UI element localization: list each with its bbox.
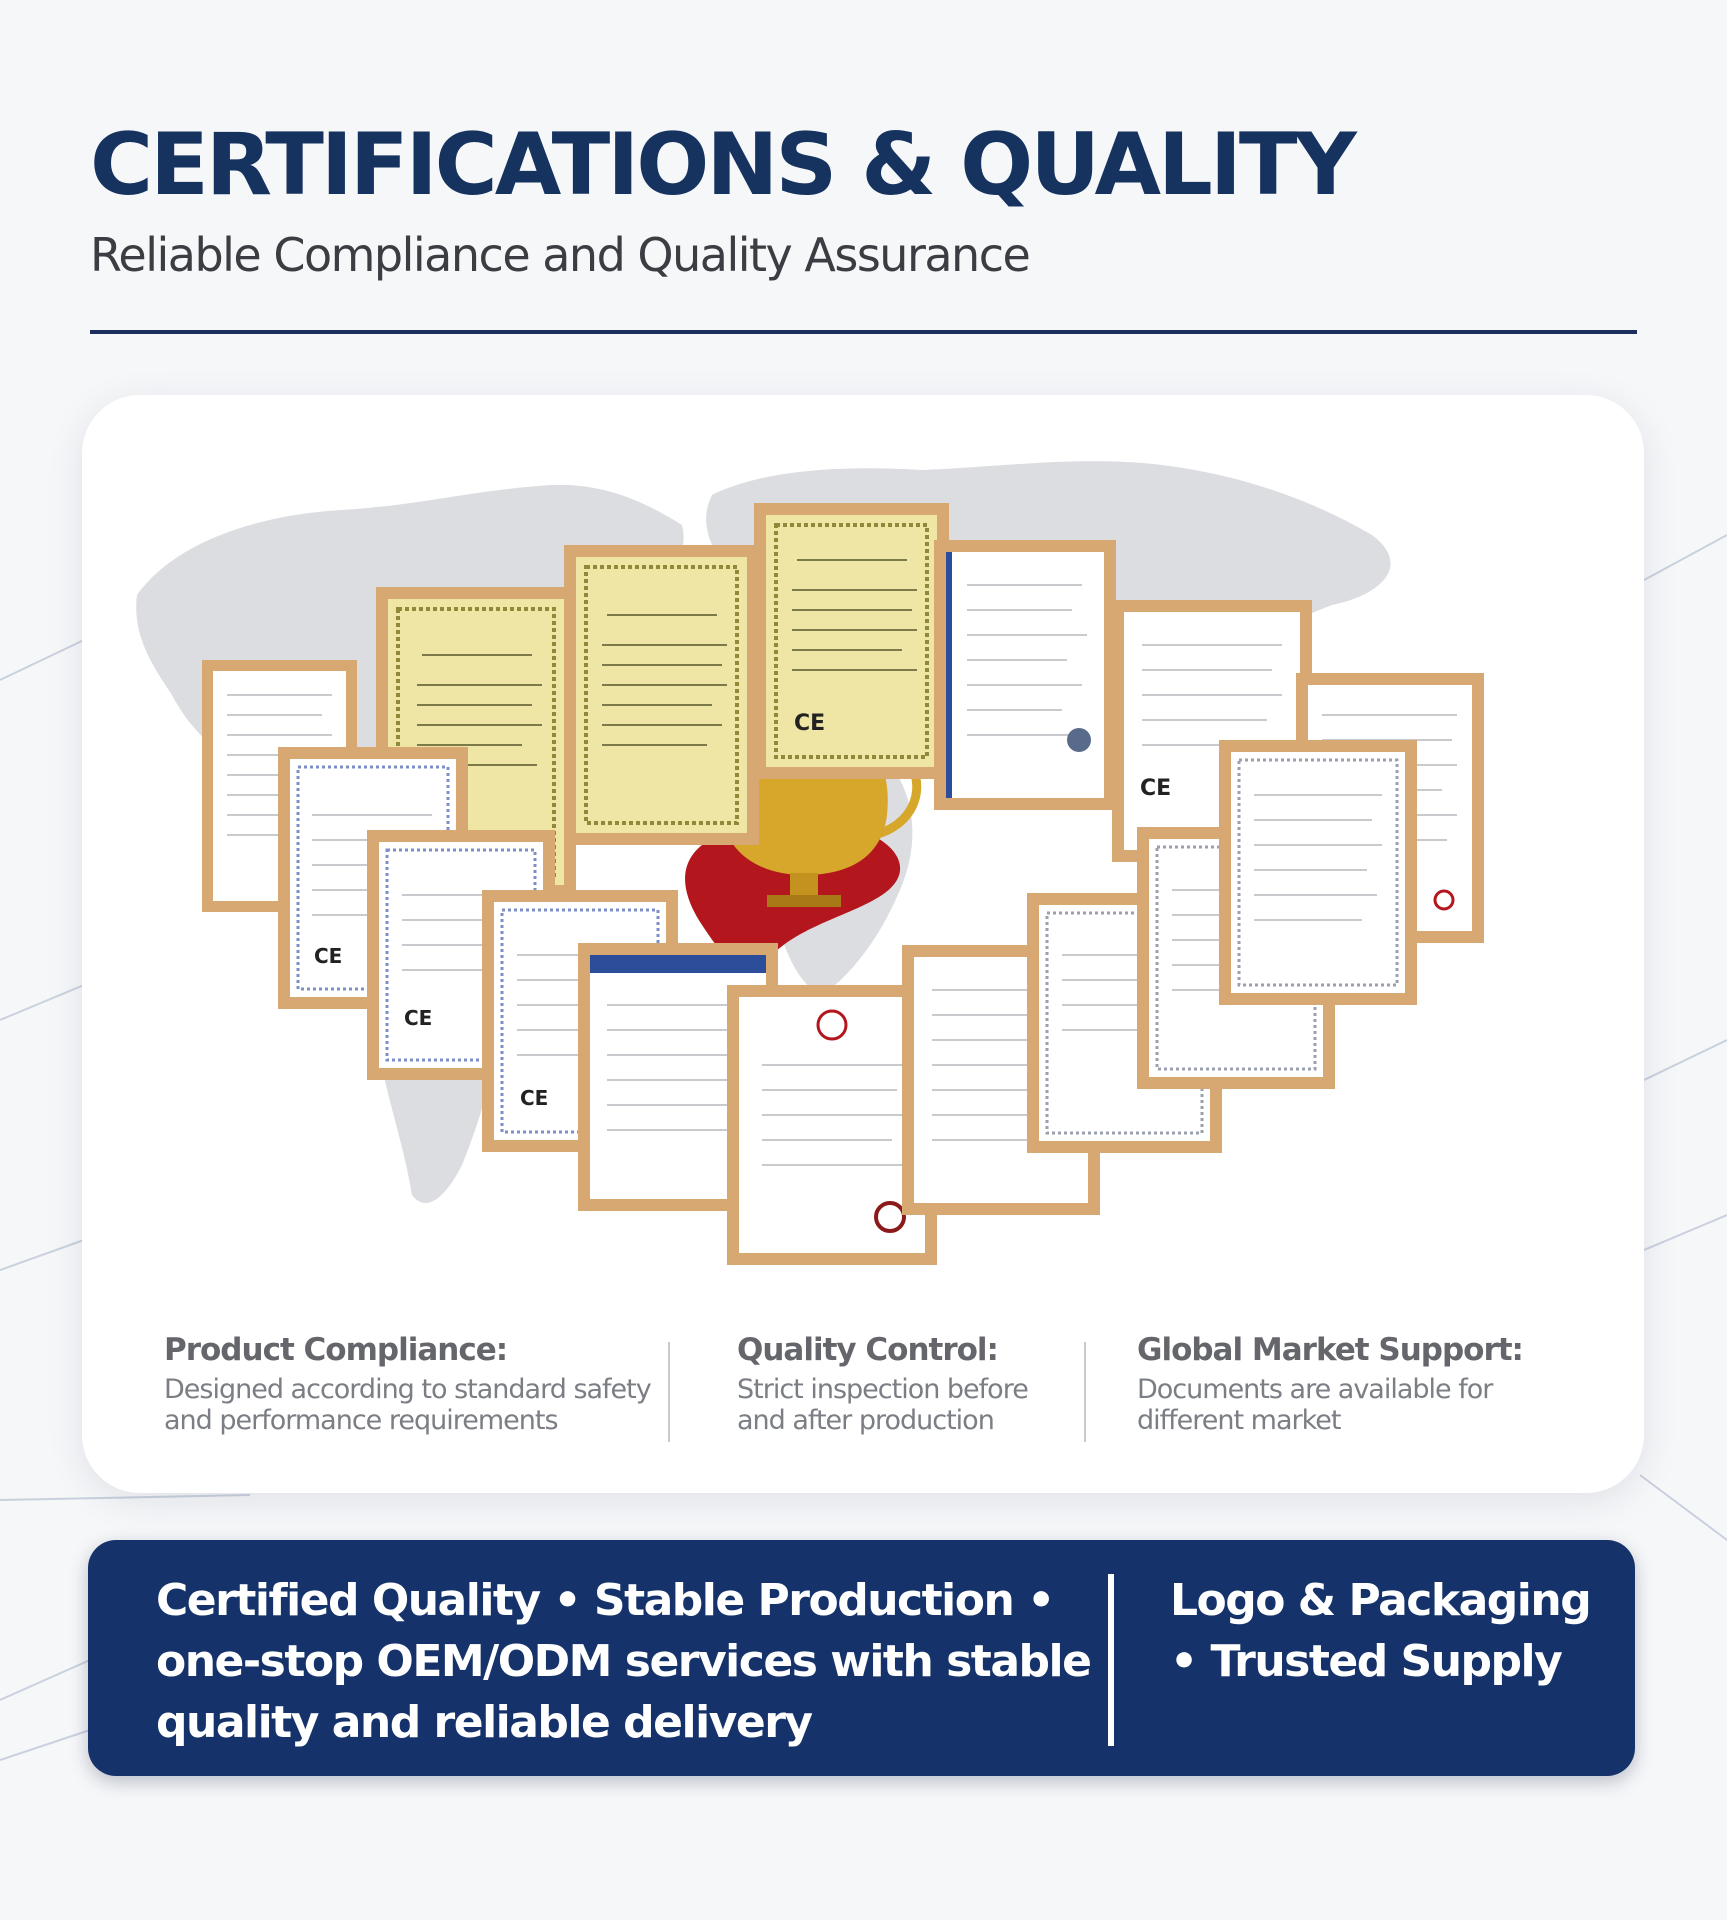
feature-title: Global Market Support: — [1137, 1332, 1524, 1368]
feature-line: different market — [1137, 1405, 1341, 1436]
feature-title: Product Compliance: — [164, 1332, 508, 1368]
certificate-frame-3 — [564, 545, 759, 845]
header-divider — [90, 330, 1637, 334]
feature-description: Documents are available for different ma… — [1137, 1374, 1523, 1436]
svg-text:CE: CE — [1140, 776, 1171, 801]
feature-global-market-support: Global Market Support: Documents are ava… — [1137, 1330, 1524, 1436]
svg-text:CE: CE — [520, 1086, 548, 1110]
banner-line: Certified Quality • Stable Production • — [156, 1575, 1055, 1626]
certificate-frame-5 — [934, 540, 1116, 810]
certificates-visual: CE CE CE — [136, 461, 1484, 1265]
page-subtitle: Reliable Compliance and Quality Assuranc… — [90, 228, 1031, 282]
feature-line: Strict inspection before — [737, 1374, 1029, 1405]
svg-text:CE: CE — [794, 711, 825, 736]
feature-divider — [668, 1342, 670, 1442]
banner-services-text: Certified Quality • Stable Production • … — [156, 1570, 1116, 1753]
feature-line: Designed according to standard safety — [164, 1374, 652, 1405]
svg-text:CE: CE — [404, 1006, 432, 1030]
summary-banner: Certified Quality • Stable Production • … — [88, 1540, 1635, 1776]
feature-line: and performance requirements — [164, 1405, 559, 1436]
feature-quality-control: Quality Control: Strict inspection befor… — [737, 1330, 1029, 1436]
banner-line: Logo & Packaging — [1170, 1575, 1592, 1626]
certificate-frame-4: CE — [754, 503, 949, 779]
feature-line: and after production — [737, 1405, 995, 1436]
feature-divider — [1084, 1342, 1086, 1442]
feature-description: Designed according to standard safety an… — [164, 1374, 652, 1436]
banner-line: quality and reliable delivery — [156, 1697, 813, 1748]
banner-line: one-stop OEM/ODM services with stable — [156, 1636, 1092, 1687]
svg-text:CE: CE — [314, 944, 342, 968]
features-row: Product Compliance: Designed according t… — [82, 1330, 1644, 1450]
feature-line: Documents are available for — [1137, 1374, 1493, 1405]
certificates-card: CE CE CE — [82, 395, 1644, 1493]
banner-divider — [1108, 1574, 1114, 1746]
page-title: CERTIFICATIONS & QUALITY — [90, 115, 1357, 215]
feature-description: Strict inspection before and after produ… — [737, 1374, 1029, 1436]
banner-line: • Trusted Supply — [1170, 1636, 1563, 1687]
feature-title: Quality Control: — [737, 1332, 999, 1368]
banner-supply-text: Logo & Packaging • Trusted Supply — [1170, 1570, 1610, 1692]
feature-product-compliance: Product Compliance: Designed according t… — [164, 1330, 652, 1436]
certificate-frame-16 — [1219, 740, 1417, 1005]
